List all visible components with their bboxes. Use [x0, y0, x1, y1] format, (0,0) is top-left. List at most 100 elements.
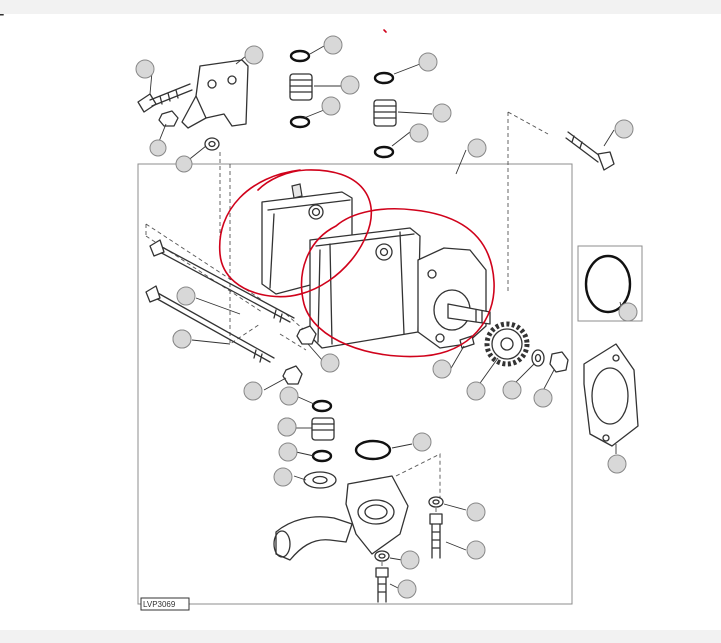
- svg-text:21: 21: [0, 14, 4, 18]
- exploded-parts-diagram: 1 2 3 4 5 6 7 8 9 10 11 12 13 14 15 16 1…: [0, 14, 643, 611]
- guide-dashes: [395, 453, 441, 498]
- callout-1: 1: [0, 14, 155, 79]
- o-ring: [373, 145, 395, 159]
- callout-17a: 17: [0, 14, 299, 406]
- nut: [282, 365, 303, 385]
- svg-text:10: 10: [0, 14, 4, 18]
- svg-text:24: 24: [0, 14, 4, 18]
- svg-text:20: 20: [0, 14, 4, 18]
- svg-text:6: 6: [0, 14, 2, 18]
- mounting-bracket: [181, 59, 249, 129]
- svg-text:23: 23: [0, 14, 4, 18]
- guide-dashes: [507, 111, 549, 294]
- nut: [549, 351, 569, 373]
- svg-text:17: 17: [0, 14, 4, 18]
- callout-23: 23: [0, 14, 192, 349]
- callout-29: 29: [0, 14, 486, 560]
- leader-lines: [149, 45, 623, 589]
- seal-ring: [584, 254, 632, 314]
- washer: [303, 471, 337, 489]
- washer: [531, 349, 545, 367]
- callout-21b: 21: [0, 14, 420, 570]
- guide-dashes: [145, 223, 263, 313]
- callout-9: 9: [0, 14, 429, 143]
- guide-dashes: [381, 508, 437, 568]
- callout-11: 11: [0, 14, 487, 158]
- callout-24b: 24: [0, 14, 263, 401]
- svg-text:22: 22: [0, 14, 4, 18]
- gasket: [583, 343, 639, 447]
- inset-frame: [577, 245, 643, 322]
- callout-7: 7: [0, 14, 360, 95]
- callout-5: 5: [0, 14, 343, 55]
- o-ring: [289, 115, 311, 129]
- washer: [204, 137, 220, 151]
- svg-text:28: 28: [0, 14, 4, 18]
- svg-text:26: 26: [0, 14, 4, 18]
- fitting: [311, 417, 335, 441]
- long-bolt: [149, 239, 295, 323]
- svg-text:11: 11: [0, 14, 4, 18]
- callout-25: 25: [0, 14, 192, 349]
- svg-text:27: 27: [0, 14, 4, 18]
- nut: [296, 325, 317, 345]
- fitting: [289, 73, 313, 101]
- svg-text:16: 16: [0, 14, 4, 18]
- long-bolt: [145, 285, 275, 363]
- svg-text:19: 19: [0, 14, 4, 18]
- callout-19: 19: [0, 14, 432, 452]
- callout-4: 4: [0, 14, 264, 65]
- svg-text:9: 9: [0, 14, 2, 18]
- bolt: [137, 83, 193, 113]
- diagram-viewer: 1 2 3 4 5 6 7 8 9 10 11 12 13 14 15 16 1…: [0, 14, 721, 630]
- reference-label-box: [140, 597, 190, 611]
- o-ring: [354, 439, 392, 461]
- svg-text:2: 2: [0, 14, 2, 18]
- svg-text:12: 12: [0, 14, 4, 18]
- callout-13: 13: [0, 14, 452, 379]
- svg-text:15: 15: [0, 14, 4, 18]
- svg-text:1: 1: [0, 14, 2, 18]
- assembly-frame: [137, 163, 573, 605]
- svg-text:4: 4: [0, 14, 2, 18]
- callout-16: 18: [0, 14, 297, 437]
- o-ring: [373, 71, 395, 85]
- red-annotation-marks: [218, 29, 495, 358]
- callout-10: 10: [0, 14, 452, 123]
- washer: [374, 550, 390, 562]
- washer: [428, 496, 444, 508]
- svg-text:7: 7: [0, 14, 2, 18]
- o-ring: [289, 49, 311, 63]
- fitting: [373, 99, 397, 127]
- callout-22: 22: [0, 14, 417, 599]
- svg-text:M: M: [0, 14, 3, 18]
- callout-21a: 21: [0, 14, 486, 522]
- svg-text:8: 8: [0, 14, 2, 18]
- callout-24a: 24: [0, 14, 340, 373]
- callout-26: 26: [0, 14, 196, 306]
- o-ring: [311, 399, 333, 413]
- callout-17b: 17: [0, 14, 298, 462]
- callout-8: 8: [0, 14, 438, 72]
- capscrew: [429, 513, 443, 559]
- callout-12: 12: [0, 14, 634, 139]
- svg-text:29: 29: [0, 14, 4, 18]
- svg-text:14: 14: [0, 14, 4, 18]
- svg-text:5: 5: [0, 14, 2, 18]
- bolt: [565, 131, 615, 171]
- callout-27: 27: [0, 14, 522, 400]
- callout-M: M: [0, 14, 638, 322]
- callout-28: 28: [0, 14, 627, 474]
- svg-text:3: 3: [0, 14, 2, 18]
- pump-body: [261, 183, 491, 349]
- elbow-flange: [273, 475, 409, 561]
- svg-text:17: 17: [0, 14, 4, 18]
- svg-text:24: 24: [0, 14, 4, 18]
- drive-gear: [484, 321, 530, 367]
- callout-3: 3: [0, 14, 193, 173]
- callout-2: 2: [0, 14, 167, 157]
- svg-text:25: 25: [0, 14, 4, 18]
- nut: [158, 110, 179, 127]
- o-ring: [311, 449, 333, 463]
- capscrew: [375, 567, 389, 603]
